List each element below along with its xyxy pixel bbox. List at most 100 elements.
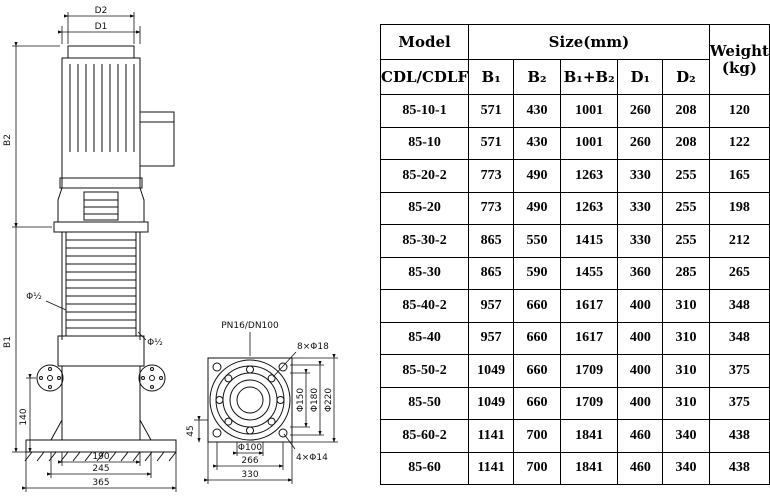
flange-view-dimensions (194, 332, 338, 484)
cell-d1: 400 (617, 386, 664, 420)
cell-d1: 330 (617, 224, 664, 258)
cell-d1: 400 (617, 321, 664, 355)
cell-d1: 460 (617, 451, 664, 485)
cell-weight: 375 (708, 386, 770, 420)
cell-model: 85-20-2 (379, 159, 470, 193)
dim-phi220-label: Φ220 (324, 388, 334, 413)
cell-model: 85-60 (379, 451, 470, 485)
cell-b1-plus-b2: 1709 (559, 386, 619, 420)
cell-b2: 590 (513, 256, 561, 290)
cell-d1: 330 (617, 191, 664, 225)
table-row: 85-30 865 590 1455 360 285 265 (379, 256, 770, 290)
cell-b1-plus-b2: 1263 (559, 159, 619, 193)
tie-rods (61, 232, 141, 340)
dim-phi150-label: Φ150 (296, 388, 306, 413)
cell-weight: 122 (708, 126, 770, 160)
flange-top-view (207, 357, 293, 443)
flange-bore (236, 386, 264, 414)
cell-weight: 165 (708, 159, 770, 193)
cell-b1-plus-b2: 1841 (559, 419, 619, 453)
cell-b1: 571 (468, 126, 515, 160)
cell-b1-plus-b2: 1263 (559, 191, 619, 225)
table-row: 85-60-2 1141 700 1841 460 340 438 (379, 419, 770, 453)
suction-housing (57, 335, 145, 367)
header-col-b1: B₁ (468, 59, 515, 95)
cell-model: 85-10-1 (379, 94, 470, 128)
header-weight-line1: Weight (709, 41, 769, 60)
cell-weight: 438 (708, 451, 770, 485)
header-model: Model (379, 24, 470, 60)
motor-fins (69, 64, 135, 152)
dim-phi100-label: Φ100 (238, 443, 263, 453)
cell-b1: 773 (468, 159, 515, 193)
cell-d2: 310 (662, 354, 710, 388)
foot-gussets (50, 419, 152, 441)
cell-b1: 773 (468, 191, 515, 225)
header-size: Size(mm) (468, 24, 710, 60)
cell-weight: 375 (708, 354, 770, 388)
cell-d2: 340 (662, 419, 710, 453)
cell-b1: 1049 (468, 386, 515, 420)
cell-b2: 660 (513, 321, 561, 355)
cell-b1: 1049 (468, 354, 515, 388)
cell-weight: 120 (708, 94, 770, 128)
cell-d2: 255 (662, 224, 710, 258)
cell-d1: 400 (617, 354, 664, 388)
table-row: 85-30-2 865 550 1415 330 255 212 (379, 224, 770, 258)
cell-model: 85-50-2 (379, 354, 470, 388)
cell-b2: 490 (513, 191, 561, 225)
cell-b1: 865 (468, 224, 515, 258)
cell-b1: 957 (468, 289, 515, 323)
cell-model: 85-60-2 (379, 419, 470, 453)
motor-body (61, 57, 141, 189)
cell-d2: 340 (662, 451, 710, 485)
cell-b1-plus-b2: 1617 (559, 289, 619, 323)
cell-d1: 260 (617, 126, 664, 160)
table-row: 85-60 1141 700 1841 460 340 438 (379, 451, 770, 485)
pump-drawing-svg: D2 D1 B2 B1 140 190 245 365 Φ½ Φ½ PN16/D… (3, 6, 338, 492)
coupling-guard-slots (84, 199, 118, 215)
cell-d1: 260 (617, 94, 664, 128)
dim-phi180-label: Φ180 (310, 388, 320, 413)
table-row: 85-40-2 957 660 1617 400 310 348 (379, 289, 770, 323)
cell-b2: 700 (513, 419, 561, 453)
header-weight: Weight (kg) (708, 24, 770, 95)
cell-model: 85-40-2 (379, 289, 470, 323)
cell-b2: 700 (513, 451, 561, 485)
dim-d2-label: D2 (95, 6, 108, 16)
cell-model: 85-40 (379, 321, 470, 355)
bolt-circle-label: 8×Φ18 (297, 342, 329, 352)
cell-b1: 1141 (468, 419, 515, 453)
front-view-dimensions (12, 12, 177, 492)
right-port-flange (138, 364, 166, 392)
motor-fan-cover (67, 45, 135, 59)
dim-245-label: 245 (92, 464, 109, 474)
cell-d2: 208 (662, 94, 710, 128)
cell-b2: 660 (513, 386, 561, 420)
flange-spec-label: PN16/DN100 (221, 321, 279, 331)
cell-weight: 348 (708, 289, 770, 323)
cell-b1: 1141 (468, 451, 515, 485)
header-col-d2: D₂ (662, 59, 710, 95)
cell-b1-plus-b2: 1415 (559, 224, 619, 258)
header-weight-line2: (kg) (721, 58, 757, 77)
cell-b1-plus-b2: 1001 (559, 94, 619, 128)
coupling-guard (83, 191, 119, 221)
cell-b1-plus-b2: 1455 (559, 256, 619, 290)
cell-d1: 330 (617, 159, 664, 193)
cell-d1: 360 (617, 256, 664, 290)
cell-b1-plus-b2: 1617 (559, 321, 619, 355)
terminal-box (139, 111, 175, 167)
cell-b1-plus-b2: 1841 (559, 451, 619, 485)
header-row-2: CDL/CDLF B₁ B₂ B₁+B₂ D₁ D₂ (379, 59, 770, 95)
cell-b1: 865 (468, 256, 515, 290)
cell-d2: 310 (662, 289, 710, 323)
drawing-labels: D2 D1 B2 B1 140 190 245 365 Φ½ Φ½ PN16/D… (3, 6, 334, 488)
dim-140-label: 140 (19, 408, 29, 425)
dim-b2-label: B2 (3, 134, 13, 146)
cell-weight: 212 (708, 224, 770, 258)
table-row: 85-40 957 660 1617 400 310 348 (379, 321, 770, 355)
cell-d2: 310 (662, 386, 710, 420)
cell-d2: 255 (662, 159, 710, 193)
cell-b2: 660 (513, 354, 561, 388)
